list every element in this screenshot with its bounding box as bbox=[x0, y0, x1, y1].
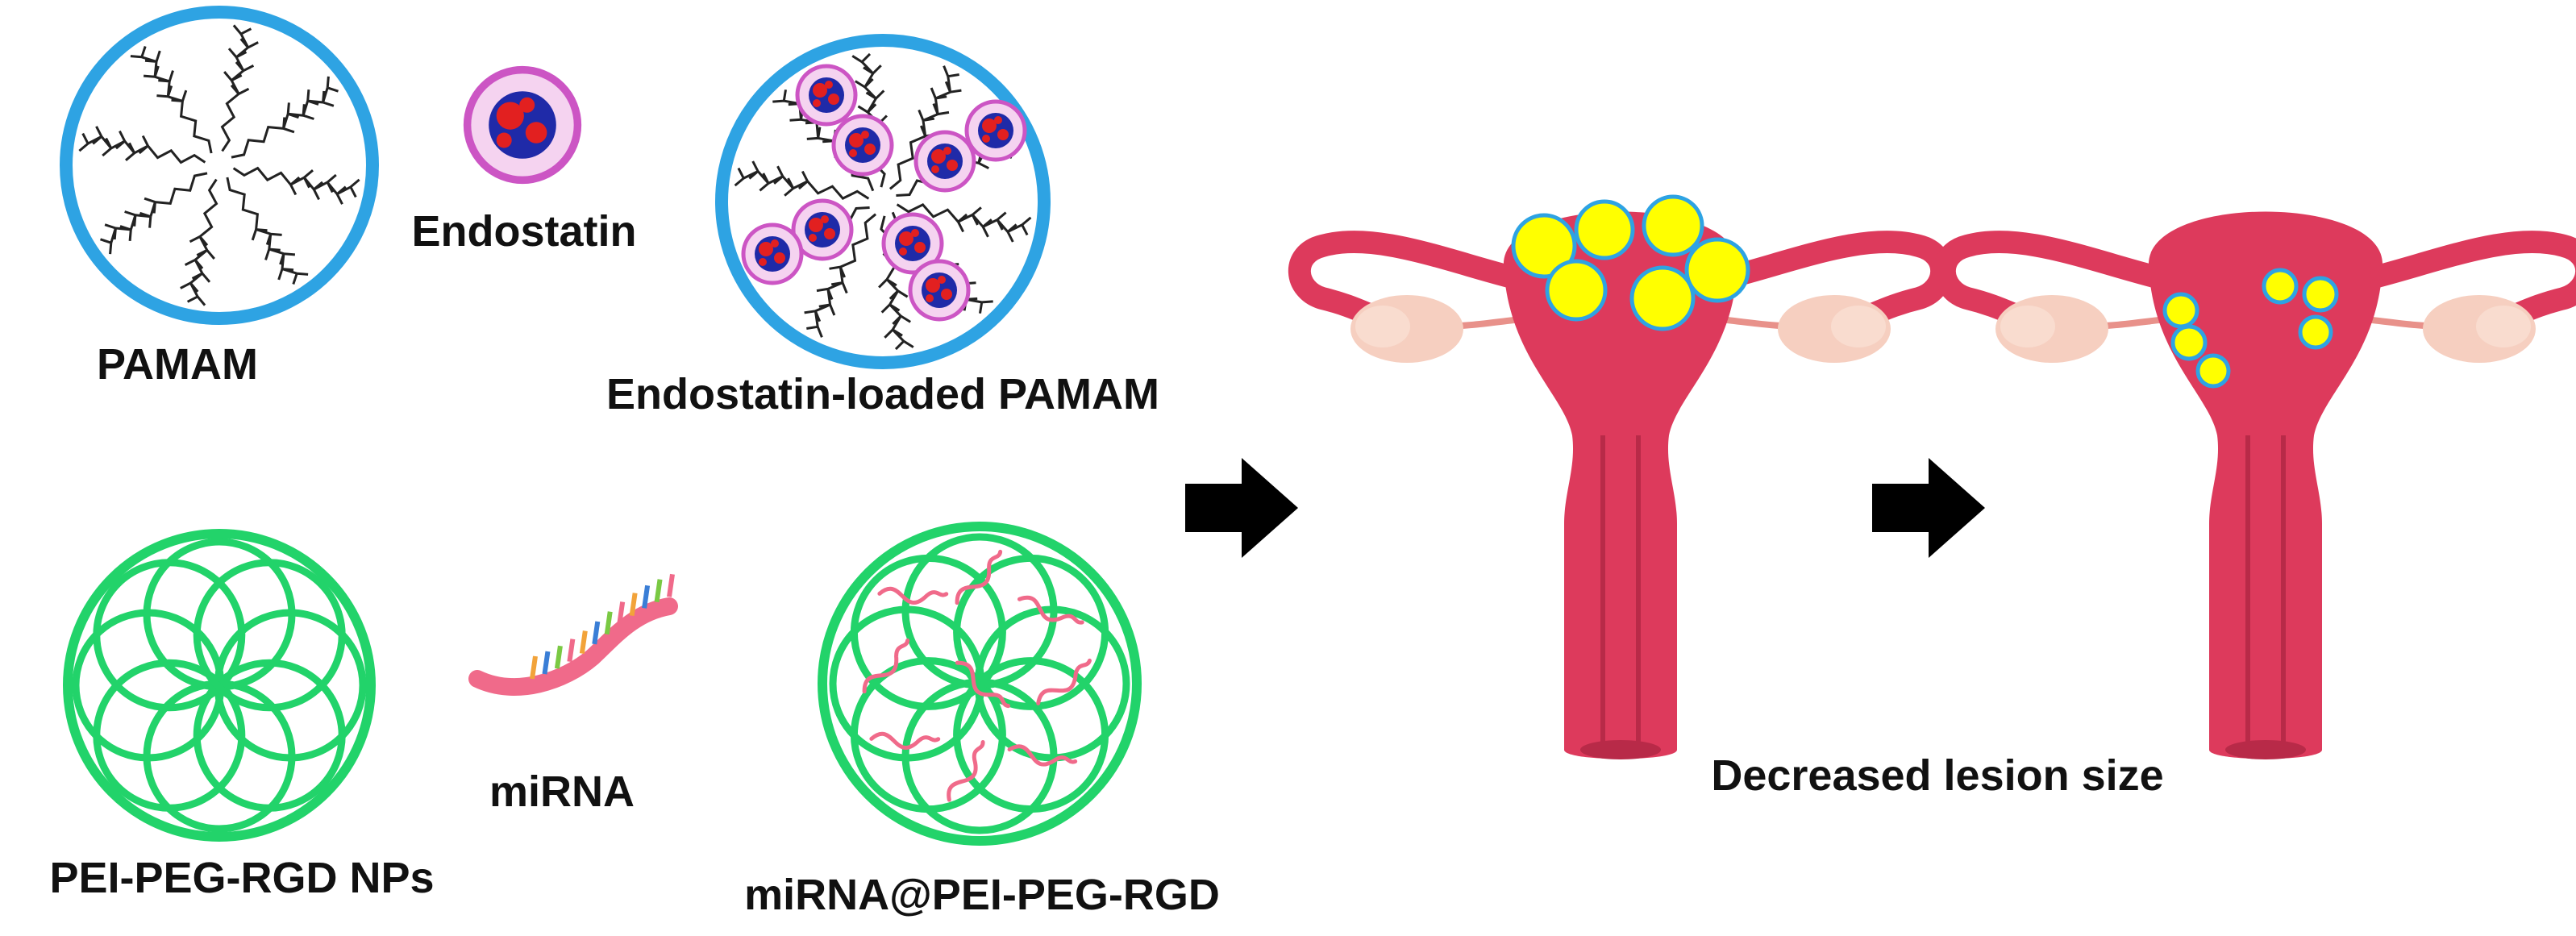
pamam-label: PAMAM bbox=[97, 340, 258, 389]
mirna-loaded-label: miRNA@PEI-PEG-RGD bbox=[744, 871, 1220, 919]
uterus-with-lesions-icon bbox=[1300, 194, 1941, 759]
uterus-reduced-lesions-icon bbox=[1945, 212, 2576, 760]
endostatin-label: Endostatin bbox=[412, 207, 637, 256]
right-arrow-icon bbox=[1872, 458, 1985, 558]
mirna-strand-icon bbox=[468, 573, 678, 696]
endostatin-loaded-pamam-icon bbox=[715, 34, 1051, 369]
outcome-label: Decreased lesion size bbox=[1711, 751, 2163, 800]
endostatin-loaded-pamam-label: Endostatin-loaded PAMAM bbox=[606, 370, 1159, 418]
mirna-label: miRNA bbox=[489, 768, 635, 816]
pamam-dendrimer-icon bbox=[60, 6, 379, 325]
pei-nanoparticle-icon bbox=[63, 529, 376, 842]
pei-np-label: PEI-PEG-RGD NPs bbox=[49, 854, 434, 902]
mirna-loaded-nanoparticle-icon bbox=[818, 522, 1142, 846]
endostatin-protein-icon bbox=[468, 70, 578, 181]
right-arrow-icon bbox=[1185, 458, 1298, 558]
